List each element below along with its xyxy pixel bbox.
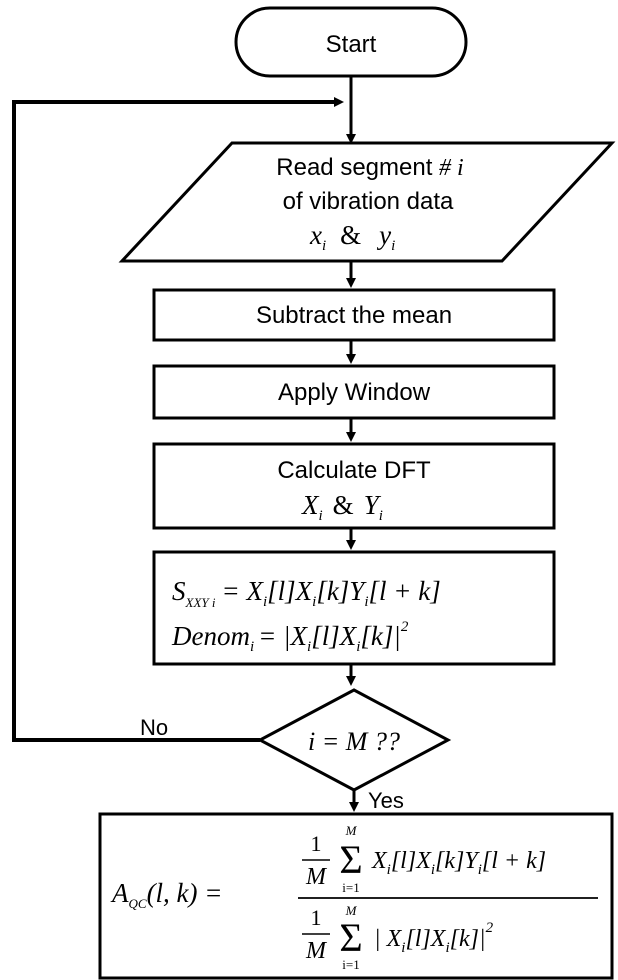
read-eq-x-sub: i bbox=[322, 238, 326, 254]
dft-eq-y: Y bbox=[364, 490, 382, 520]
s-symbol: S bbox=[172, 576, 186, 606]
yes-label: Yes bbox=[368, 788, 404, 813]
den-sum-lower: i=1 bbox=[342, 957, 359, 972]
subtract-mean-box: Subtract the mean bbox=[152, 288, 556, 342]
svg-text:Denomi= |Xi[l]Xi[k]|2: Denomi= |Xi[l]Xi[k]|2 bbox=[171, 619, 409, 655]
dft-eq-x-sub: i bbox=[319, 508, 323, 524]
svg-text:AQC(l, k) =: AQC(l, k) = bbox=[110, 878, 223, 911]
s-rhs: = X bbox=[221, 576, 264, 606]
num-frac-one: 1 bbox=[311, 831, 322, 856]
svg-text:Xi&Yi: Xi&Yi bbox=[301, 490, 383, 524]
den-frac-m: M bbox=[305, 938, 328, 964]
apply-window-box: Apply Window bbox=[152, 364, 556, 420]
start-terminal: Start bbox=[234, 6, 468, 78]
result-lhs-sub: QC bbox=[129, 896, 147, 911]
svg-text:Read segment # i: Read segment # i bbox=[276, 154, 463, 181]
num-sum-lower: i=1 bbox=[342, 880, 359, 895]
den-frac-one: 1 bbox=[311, 905, 322, 930]
read-eq-x: x bbox=[309, 220, 322, 250]
window-label: Apply Window bbox=[278, 379, 431, 406]
no-label: No bbox=[140, 715, 168, 740]
read-eq-amp: & bbox=[340, 220, 361, 250]
read-line1: Read segment bbox=[276, 154, 439, 181]
svg-text:Xi[l]Xi[k]Yi[l + k]: Xi[l]Xi[k]Yi[l + k] bbox=[371, 848, 546, 878]
dft-eq-y-sub: i bbox=[379, 508, 383, 524]
read-eq-y: y bbox=[376, 220, 391, 250]
den-sum-upper: M bbox=[345, 903, 358, 918]
denom-sub: i bbox=[250, 639, 254, 655]
svg-text:xi&yi: xi&yi bbox=[309, 220, 395, 254]
read-line2: of vibration data bbox=[283, 188, 454, 215]
num-frac-m: M bbox=[305, 864, 328, 890]
read-line1-symbol: # i bbox=[439, 155, 464, 181]
den-sum-icon: Σ bbox=[339, 915, 362, 960]
read-data-box: Read segment # i of vibration data xi&yi bbox=[118, 141, 616, 263]
loop-back-line bbox=[12, 97, 344, 742]
dft-eq-amp: & bbox=[333, 490, 354, 520]
calculate-dft-box: Calculate DFT Xi&Yi bbox=[152, 442, 556, 530]
denom-symbol: Denom bbox=[171, 621, 250, 651]
compute-box: SXXY i= Xi[l]Xi[k]Yi[l + k] Denomi= |Xi[… bbox=[152, 550, 556, 666]
num-sum-icon: Σ bbox=[339, 837, 362, 882]
svg-text:| Xi[l]Xi[k]|2: | Xi[l]Xi[k]|2 bbox=[374, 920, 494, 956]
read-eq-y-sub: i bbox=[391, 238, 395, 254]
dft-label: Calculate DFT bbox=[277, 457, 431, 484]
result-box: AQC(l, k) = 1 M M Σ i=1 Xi[l]Xi[k]Yi[l +… bbox=[98, 812, 614, 980]
start-label: Start bbox=[326, 31, 377, 58]
subtract-label: Subtract the mean bbox=[256, 302, 452, 329]
result-lhs: A bbox=[110, 878, 129, 908]
decision-diamond: i = M ?? bbox=[256, 688, 452, 792]
s-sub: XXY i bbox=[185, 595, 216, 610]
svg-text:SXXY i= Xi[l]Xi[k]Yi[l + k]: SXXY i= Xi[l]Xi[k]Yi[l + k] bbox=[172, 576, 441, 610]
num-sum-upper: M bbox=[345, 823, 358, 838]
dft-eq-x: X bbox=[301, 490, 320, 520]
decision-label: i = M ?? bbox=[308, 727, 400, 756]
